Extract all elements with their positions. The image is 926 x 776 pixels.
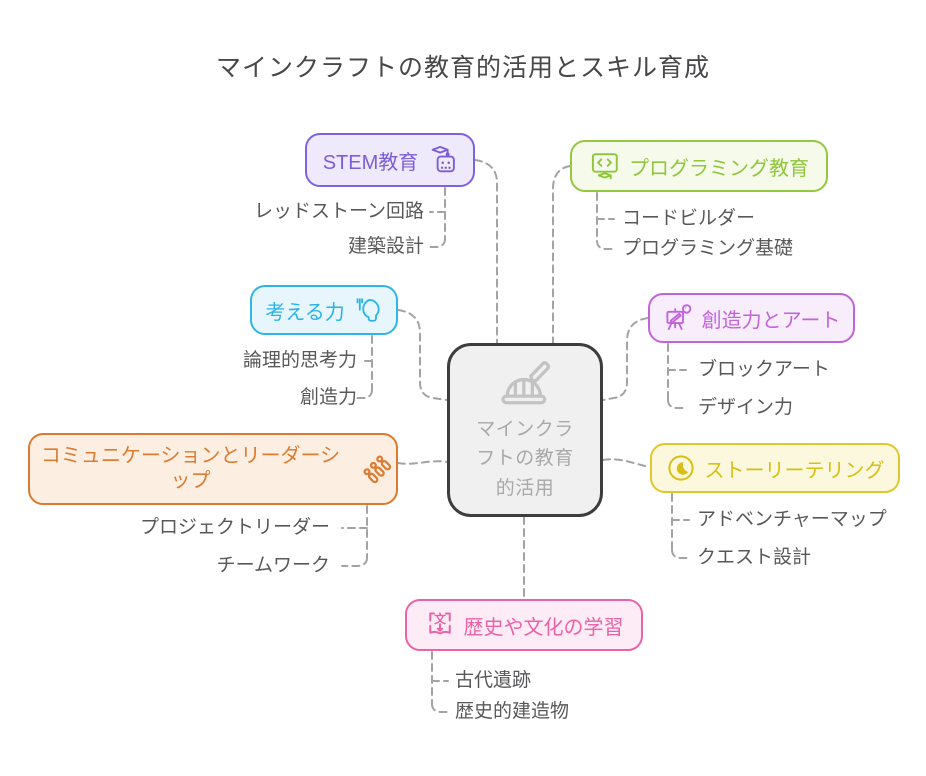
node-history-and-culture-learning[interactable]: 文 歴史や文化の学習 bbox=[405, 599, 643, 651]
node-programming-education[interactable]: プログラミング教育 bbox=[570, 140, 828, 192]
connector-programming-to-center bbox=[552, 165, 571, 344]
child-label-architecture-design: 建築設計 bbox=[347, 236, 424, 257]
node-label: プログラミング教育 bbox=[629, 157, 809, 180]
easel-palette-icon bbox=[663, 303, 693, 333]
child-label-historic-buildings: 歴史的建造物 bbox=[455, 701, 570, 722]
svg-text:文: 文 bbox=[434, 612, 446, 626]
diagram-title: マインクラフトの教育的活用とスキル育成 bbox=[215, 54, 710, 82]
node-label: 創造力とアート bbox=[701, 309, 841, 332]
child-label-project-leader: プロジェクトリーダー bbox=[139, 517, 330, 538]
book-bracket-icon: 文 bbox=[425, 610, 455, 640]
node-label: マインクラフトの教育的活用 bbox=[476, 418, 574, 499]
child-label-teamwork: チームワーク bbox=[216, 555, 330, 576]
people-group-icon bbox=[359, 451, 395, 487]
connector-stem-child-2 bbox=[429, 238, 446, 248]
child-label-code-builder: コードビルダー bbox=[622, 208, 756, 229]
hardhat-pencil-icon bbox=[496, 357, 554, 411]
child-label-logical-thinking: 論理的思考力 bbox=[242, 350, 357, 371]
child-label-ancient-ruins: 古代遺跡 bbox=[455, 670, 532, 691]
node-communication-and-leadership[interactable]: コミュニケーションとリーダーシップ bbox=[28, 433, 398, 505]
connector-communication-to-center bbox=[397, 460, 448, 465]
child-label-creativity: 創造力 bbox=[299, 387, 357, 408]
node-label: ストーリーテリング bbox=[704, 459, 885, 482]
connector-thinking-child-2 bbox=[355, 389, 373, 399]
connector-storytelling-child-2 bbox=[671, 549, 690, 559]
connector-creativity-to-center bbox=[602, 317, 649, 401]
node-minecraft-educational-use[interactable]: マインクラフトの教育的活用 bbox=[447, 343, 603, 517]
child-label-adventure-map: アドベンチャーマップ bbox=[697, 509, 887, 530]
child-label-quest-design: クエスト設計 bbox=[697, 547, 812, 568]
connector-creativity-child-2 bbox=[667, 399, 687, 409]
child-label-design-skills: デザイン力 bbox=[698, 397, 794, 418]
node-thinking-skills[interactable]: 考える力 bbox=[250, 285, 398, 335]
node-label: 考える力 bbox=[265, 301, 345, 324]
connector-thinking-to-center bbox=[397, 309, 448, 401]
code-monitor-graduation-icon bbox=[589, 151, 620, 182]
child-label-block-art: ブロックアート bbox=[698, 359, 830, 380]
node-label: STEM教育 bbox=[322, 151, 419, 174]
connector-communication-child-2 bbox=[341, 557, 368, 567]
moon-circle-icon bbox=[666, 453, 696, 483]
node-label: コミュニケーションとリーダーシップ bbox=[40, 445, 341, 492]
node-stem-education[interactable]: STEM教育 bbox=[305, 133, 475, 187]
thinking-head-icon bbox=[354, 296, 383, 325]
child-label-programming-basics: プログラミング基礎 bbox=[622, 238, 794, 259]
connector-programming-child-2 bbox=[596, 240, 615, 250]
node-label: 歴史や文化の学習 bbox=[463, 616, 624, 639]
connector-stem-to-center bbox=[474, 159, 498, 344]
node-storytelling[interactable]: ストーリーテリング bbox=[650, 443, 900, 493]
robot-graduation-icon bbox=[427, 145, 457, 175]
child-label-redstone-circuits: レッドストーン回路 bbox=[253, 201, 424, 222]
node-creativity-and-art[interactable]: 創造力とアート bbox=[648, 293, 855, 343]
connector-history-child-2 bbox=[431, 703, 449, 713]
connector-center-to-storytelling bbox=[602, 458, 651, 468]
